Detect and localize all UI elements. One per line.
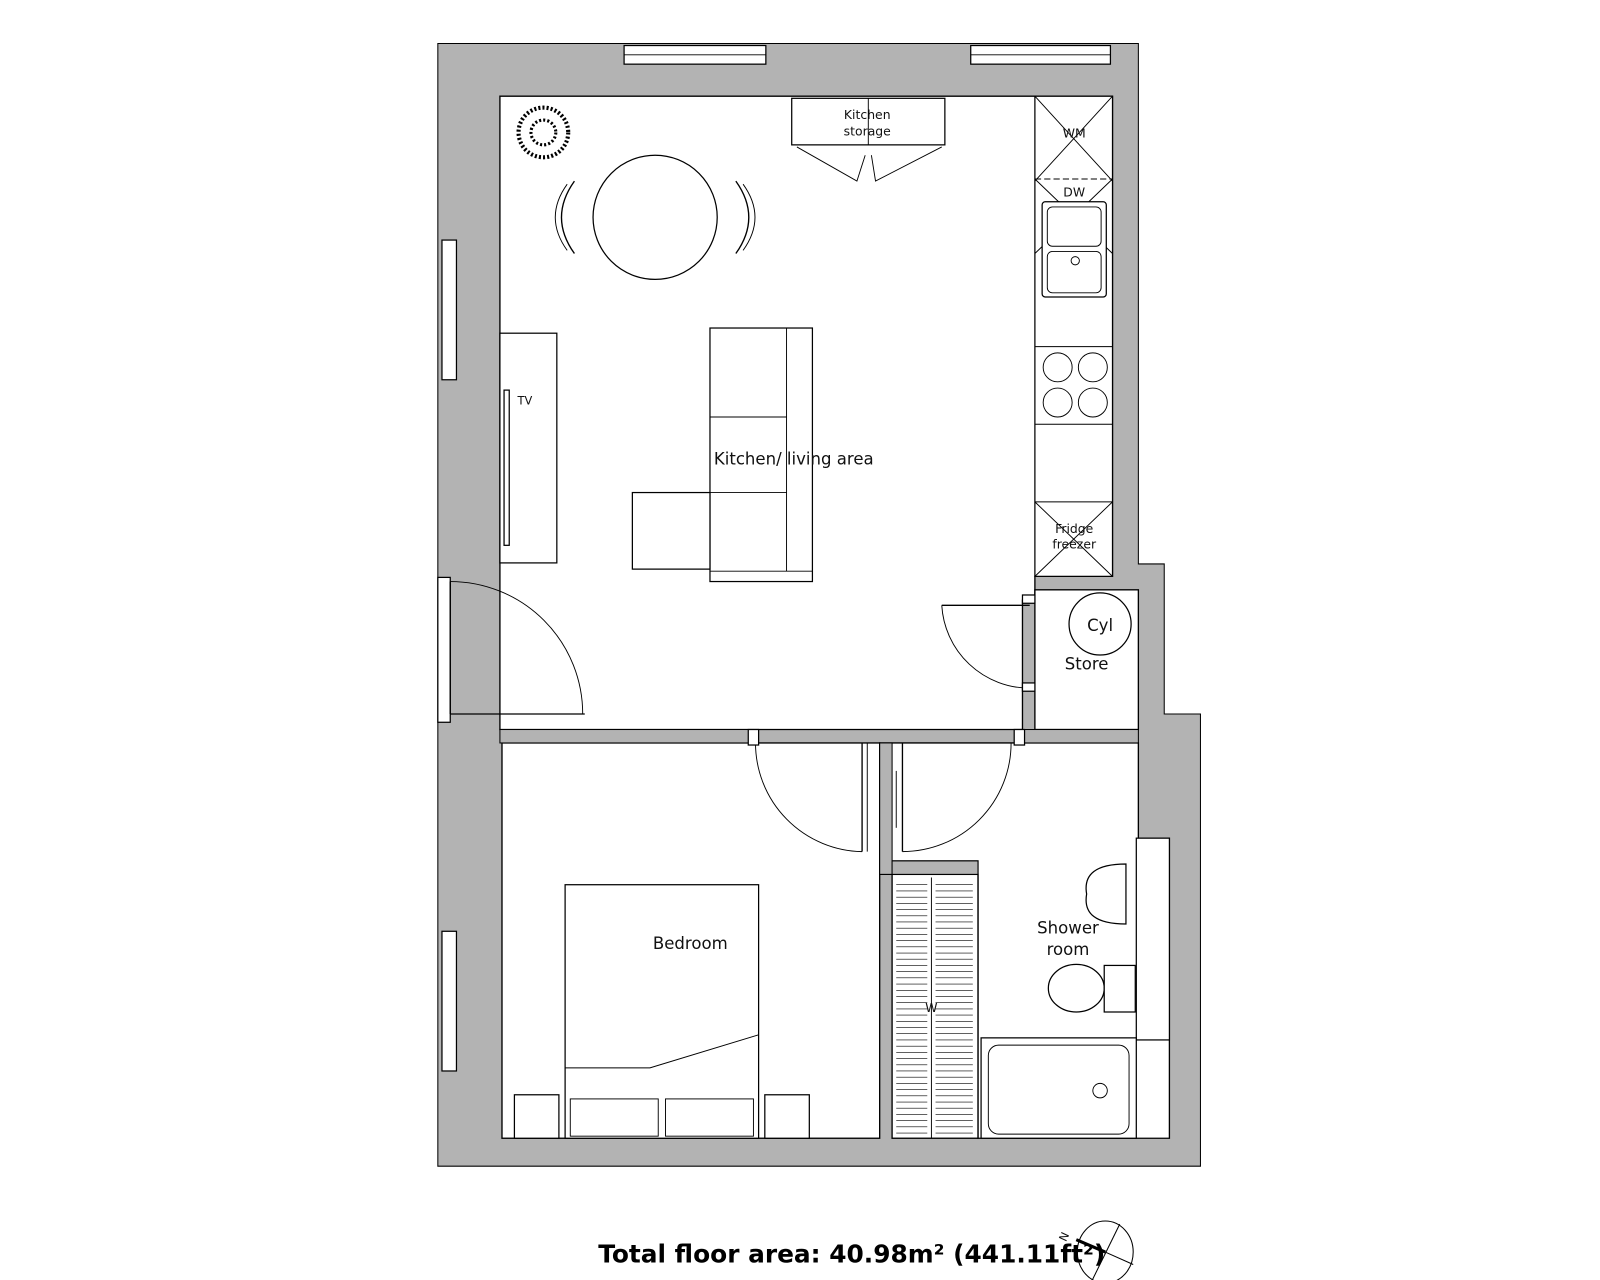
double-bed bbox=[513, 884, 810, 1139]
sink bbox=[1041, 201, 1107, 298]
bedside-table bbox=[764, 1094, 810, 1139]
washing-machine-label: WM bbox=[1063, 126, 1086, 141]
tv-label: TV bbox=[517, 394, 533, 408]
cylinder-label: Cyl bbox=[1087, 616, 1113, 635]
shower-room-door bbox=[895, 728, 1026, 853]
bedside-table bbox=[513, 1094, 560, 1139]
bedroom-door bbox=[747, 728, 868, 853]
hob bbox=[1042, 352, 1108, 418]
store-door bbox=[941, 594, 1036, 692]
partition-wall bbox=[891, 860, 979, 875]
dishwasher-label: DW bbox=[1063, 185, 1085, 200]
room-label-store: Store bbox=[1065, 654, 1109, 673]
bathroom-fixtures bbox=[980, 837, 1171, 1139]
plant-icon bbox=[516, 105, 571, 160]
room-label-shower: Shower bbox=[1037, 918, 1099, 937]
wardrobe-area bbox=[891, 873, 979, 1139]
washbasin bbox=[1085, 863, 1127, 925]
tv-unit: TV bbox=[499, 332, 558, 564]
kitchen-units: WM DW Fridge freezer bbox=[1034, 95, 1114, 577]
room-label-living: Kitchen/ living area bbox=[714, 450, 874, 469]
wardrobe-label: W bbox=[925, 1000, 937, 1015]
fridge-label: Fridge bbox=[1055, 521, 1093, 536]
partition-wall bbox=[879, 742, 893, 875]
kitchen-storage-label: Kitchen bbox=[844, 107, 891, 122]
room-label-bedroom: Bedroom bbox=[653, 934, 728, 953]
room-label-shower: room bbox=[1047, 940, 1090, 959]
window bbox=[441, 44, 1112, 1072]
toilet bbox=[1047, 963, 1105, 1013]
partition-wall bbox=[1021, 728, 1139, 744]
kitchen-storage: Kitchen storage bbox=[791, 97, 946, 182]
wardrobe bbox=[896, 877, 973, 1139]
hot-water-cylinder bbox=[1068, 592, 1132, 656]
total-floor-area: Total floor area: 40.98m² (441.11ft²) bbox=[598, 1239, 1105, 1268]
entrance-door bbox=[437, 576, 585, 723]
corner-sofa bbox=[631, 327, 814, 583]
partition-wall bbox=[499, 728, 754, 744]
fridge-label: freezer bbox=[1052, 536, 1097, 551]
kitchen-storage-label: storage bbox=[844, 124, 891, 139]
bath bbox=[980, 1037, 1137, 1139]
dining-table bbox=[554, 154, 756, 281]
